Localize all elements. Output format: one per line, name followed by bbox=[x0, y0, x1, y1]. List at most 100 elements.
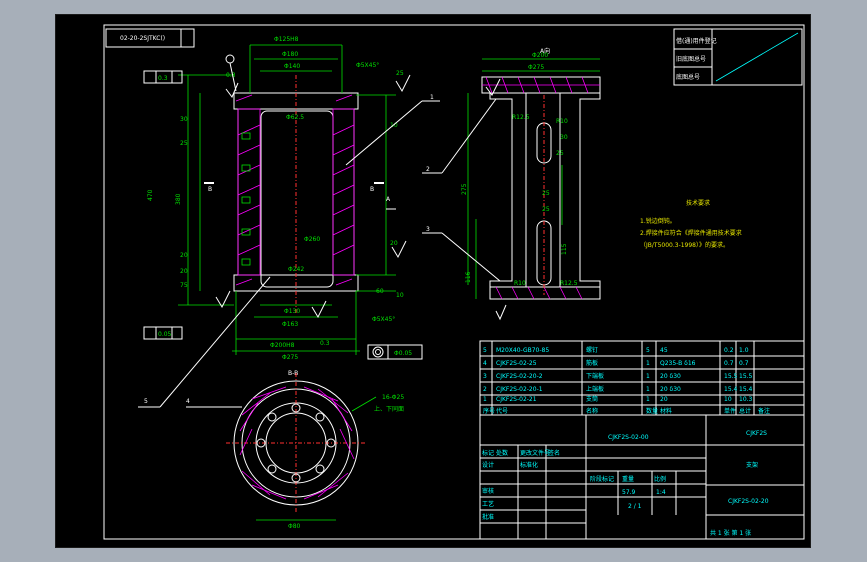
svg-text:标记: 标记 bbox=[482, 449, 494, 457]
parts-cell: CJKF2S-02-25 bbox=[496, 360, 537, 367]
svg-text:CJKF2S-02-00: CJKF2S-02-00 bbox=[608, 434, 649, 441]
svg-text:B: B bbox=[370, 186, 374, 193]
svg-text:旧底图总号: 旧底图总号 bbox=[676, 55, 706, 63]
parts-cell: 上端板 bbox=[586, 385, 604, 393]
svg-text:Φ80: Φ80 bbox=[288, 523, 301, 530]
view-a: A向 bbox=[461, 47, 601, 321]
svg-text:A向: A向 bbox=[540, 47, 550, 55]
svg-text:Φ163: Φ163 bbox=[282, 321, 298, 328]
svg-text:20: 20 bbox=[180, 268, 188, 275]
svg-text:A: A bbox=[386, 196, 391, 203]
svg-text:R12.5: R12.5 bbox=[512, 114, 530, 121]
svg-text:0.05: 0.05 bbox=[158, 331, 172, 338]
svg-text:20: 20 bbox=[180, 252, 188, 259]
svg-text:0.3: 0.3 bbox=[226, 72, 236, 79]
parts-cell: CJKF2S-02-20-1 bbox=[496, 386, 543, 393]
svg-text:Φ125H8: Φ125H8 bbox=[274, 36, 299, 43]
parts-cell: CJKF2S-02-20-2 bbox=[496, 373, 543, 380]
drawing-code-box: 02-20-2SJTKC() bbox=[105, 28, 195, 48]
svg-text:10: 10 bbox=[396, 292, 404, 299]
parts-cell: 1 bbox=[646, 373, 650, 380]
svg-text:支架: 支架 bbox=[746, 461, 758, 469]
parts-cell: 5 bbox=[646, 347, 650, 354]
svg-text:0.3: 0.3 bbox=[158, 75, 168, 82]
svg-text:0.3: 0.3 bbox=[320, 340, 330, 347]
svg-text:380: 380 bbox=[175, 193, 182, 205]
tolerance-frame-right: Φ0.05 bbox=[367, 344, 423, 360]
parts-header: 单件 bbox=[724, 407, 736, 415]
svg-text:25: 25 bbox=[556, 150, 564, 157]
svg-text:30: 30 bbox=[180, 116, 188, 123]
svg-text:3: 3 bbox=[426, 226, 430, 233]
svg-text:5: 5 bbox=[144, 398, 148, 405]
svg-text:275: 275 bbox=[461, 183, 468, 195]
parts-cell: 15.5 bbox=[724, 373, 738, 380]
svg-text:处数: 处数 bbox=[496, 449, 508, 457]
svg-text:签名: 签名 bbox=[548, 449, 560, 457]
svg-text:Φ140: Φ140 bbox=[284, 63, 300, 70]
drawing-paper: 02-20-2SJTKC() 借(通)用件登记 旧底图总号 底图总号 bbox=[55, 14, 811, 548]
parts-header: 名称 bbox=[586, 407, 598, 415]
svg-text:Φ0.05: Φ0.05 bbox=[394, 350, 412, 357]
parts-cell: 15.5 bbox=[739, 373, 753, 380]
drawing-canvas: 02-20-2SJTKC() 借(通)用件登记 旧底图总号 底图总号 bbox=[103, 24, 805, 540]
svg-text:借(通)用件登记: 借(通)用件登记 bbox=[676, 37, 717, 45]
parts-cell: 支筒 bbox=[586, 395, 598, 403]
svg-text:Φ275: Φ275 bbox=[528, 64, 544, 71]
svg-text:CJKF2S: CJKF2S bbox=[746, 430, 767, 437]
svg-text:比例: 比例 bbox=[654, 475, 666, 483]
inner-border bbox=[103, 24, 805, 540]
svg-text:底图总号: 底图总号 bbox=[676, 73, 700, 81]
svg-text:重量: 重量 bbox=[622, 475, 634, 483]
svg-text:25: 25 bbox=[396, 70, 404, 77]
svg-text:2: 2 bbox=[426, 166, 430, 173]
svg-text:Φ180: Φ180 bbox=[282, 51, 298, 58]
svg-text:共 1 张 第 1 张: 共 1 张 第 1 张 bbox=[710, 529, 751, 537]
svg-text:16-Φ25: 16-Φ25 bbox=[382, 394, 404, 401]
parts-cell: 筋板 bbox=[586, 359, 598, 367]
svg-text:工艺: 工艺 bbox=[482, 500, 494, 508]
svg-text:Φ200: Φ200 bbox=[532, 52, 548, 59]
svg-text:技术要求: 技术要求 bbox=[686, 199, 710, 207]
technical-requirements: 技术要求 1.锐边倒钝。 2.焊接件应符合《焊接件通用技术要求 （JB/T500… bbox=[640, 199, 742, 249]
callouts: 1 2 3 4 5 bbox=[138, 94, 501, 408]
roughness-symbols bbox=[215, 74, 411, 319]
svg-text:Φ260: Φ260 bbox=[304, 236, 320, 243]
svg-text:更改文件号: 更改文件号 bbox=[520, 449, 550, 457]
parts-header: 数量 bbox=[646, 407, 658, 415]
parts-cell: 15.4 bbox=[724, 386, 738, 393]
svg-text:4: 4 bbox=[186, 398, 190, 405]
svg-text:25: 25 bbox=[180, 140, 188, 147]
svg-text:2 / 1: 2 / 1 bbox=[628, 503, 642, 510]
parts-cell: 20 δ30 bbox=[660, 386, 681, 393]
tolerance-frame-bottom: 0.05 bbox=[143, 326, 183, 340]
top-right-box: 借(通)用件登记 旧底图总号 底图总号 bbox=[673, 28, 803, 86]
parts-cell: 3 bbox=[483, 373, 487, 380]
hatch-lines bbox=[235, 94, 355, 286]
svg-text:审核: 审核 bbox=[482, 487, 494, 495]
svg-text:Φ62.5: Φ62.5 bbox=[286, 114, 304, 121]
parts-cell: 螺钉 bbox=[586, 346, 598, 354]
parts-header: 备注 bbox=[758, 407, 770, 415]
svg-text:30: 30 bbox=[560, 134, 568, 141]
parts-cell: 20 bbox=[660, 396, 668, 403]
svg-text:Φ5X45°: Φ5X45° bbox=[372, 316, 395, 323]
svg-text:R10: R10 bbox=[514, 280, 526, 287]
parts-header: 材料 bbox=[660, 407, 672, 415]
parts-cell: 0.7 bbox=[724, 360, 734, 367]
svg-text:25: 25 bbox=[542, 206, 550, 213]
svg-text:1:4: 1:4 bbox=[656, 489, 666, 496]
svg-text:115: 115 bbox=[561, 243, 568, 255]
svg-text:470: 470 bbox=[147, 189, 154, 201]
parts-cell: 0.7 bbox=[739, 360, 749, 367]
svg-text:116: 116 bbox=[465, 271, 472, 283]
parts-header: 代号 bbox=[496, 407, 508, 415]
tolerance-frame-top: 0.3 bbox=[143, 70, 183, 84]
svg-text:B: B bbox=[208, 186, 212, 193]
svg-text:02-20-2SJTKC(): 02-20-2SJTKC() bbox=[120, 35, 165, 42]
svg-text:标准化: 标准化 bbox=[520, 461, 538, 469]
parts-cell: 10 bbox=[724, 396, 732, 403]
parts-cell: 2 bbox=[483, 386, 487, 393]
svg-text:上、下同面: 上、下同面 bbox=[374, 405, 404, 413]
front-section-view: 0.3 0.05 Φ0.05 Φ125H8 Φ180 Φ140 Φ260 bbox=[143, 36, 423, 361]
